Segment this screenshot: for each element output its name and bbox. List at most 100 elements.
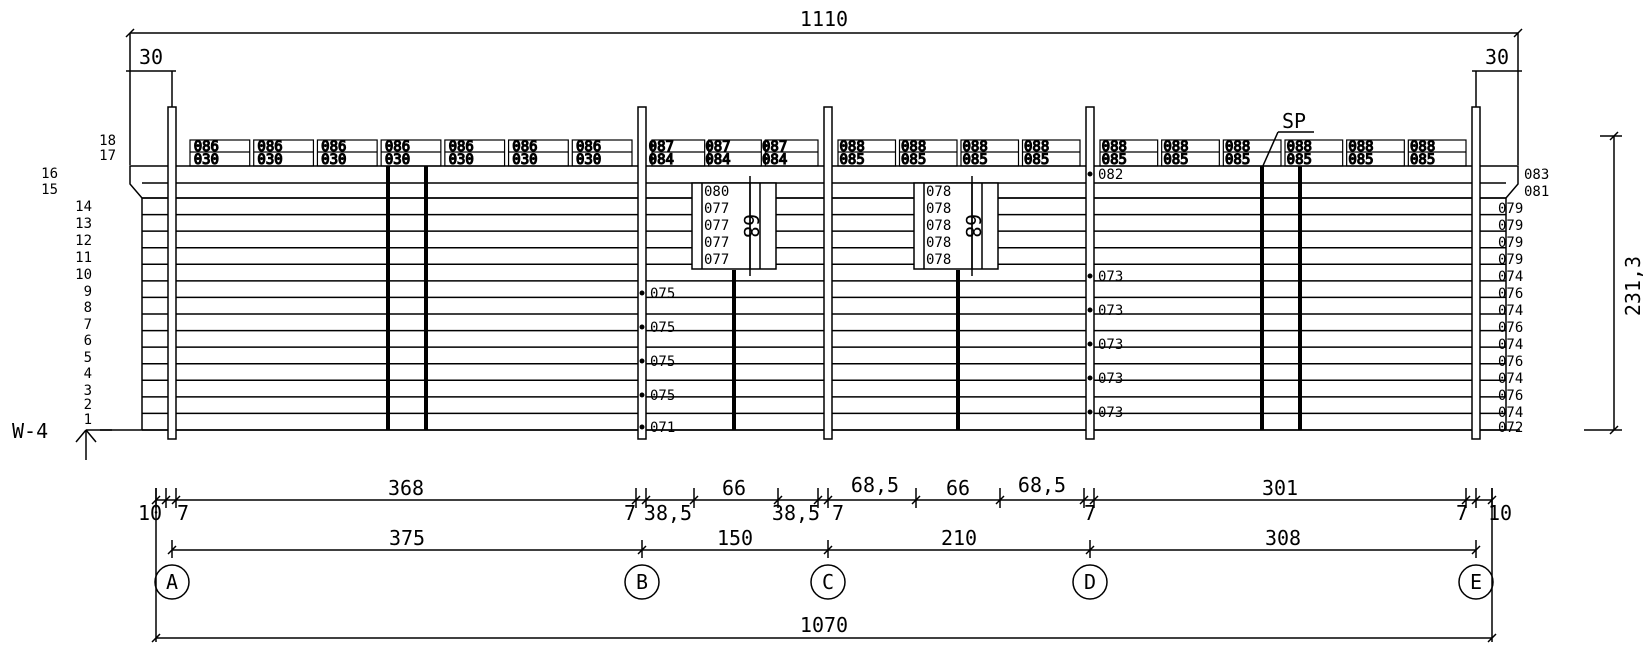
top-board-lower-label: 085 xyxy=(1225,152,1250,168)
height-dimension xyxy=(1584,131,1622,435)
axis-circle xyxy=(1072,564,1108,600)
post-d-label: 073 xyxy=(1098,405,1123,421)
overhang-right-dimension: 30 xyxy=(1485,45,1509,69)
post-b-label: 075 xyxy=(650,286,675,302)
top-board-lower-label: 030 xyxy=(512,152,537,168)
axis-label: E xyxy=(1470,570,1482,594)
top-board xyxy=(1161,139,1220,167)
window-2-label: 078 xyxy=(926,235,951,251)
post xyxy=(823,106,833,440)
top-board-upper-label: 086 xyxy=(512,139,537,155)
top-board xyxy=(1021,139,1081,167)
view-label: W-4 xyxy=(12,419,48,443)
inner-dim-slash xyxy=(911,495,921,505)
view-marker xyxy=(75,429,112,460)
right-part-labels: 0830810790790790790740760740760740760740… xyxy=(1498,167,1549,436)
window-2-size: 68 xyxy=(961,214,985,238)
top-board-upper-label: 086 xyxy=(576,139,601,155)
axis-span-value: 210 xyxy=(941,526,977,550)
post-d-label: 073 xyxy=(1098,371,1123,387)
top-board-upper-label: 088 xyxy=(1410,139,1435,155)
post-d-label: 073 xyxy=(1098,337,1123,353)
top-board-lower-label: 030 xyxy=(576,152,601,168)
dowel-mark xyxy=(1087,409,1093,415)
window-1-label: 080 xyxy=(704,184,729,200)
top-board-upper-label: 088 xyxy=(963,139,988,155)
axis-label: B xyxy=(636,570,648,594)
post xyxy=(637,106,647,440)
right-part-label: 081 xyxy=(1524,184,1549,200)
dowel-mark xyxy=(1087,307,1093,313)
inner-dim-slash xyxy=(1471,495,1481,505)
right-part-label: 079 xyxy=(1498,201,1523,217)
top-board xyxy=(764,139,819,167)
top-board-lower-label: 085 xyxy=(1102,152,1127,168)
inner-dimension-value: 7 xyxy=(1456,501,1468,525)
post-d-label: 073 xyxy=(1098,269,1123,285)
inner-dim-slash xyxy=(823,495,833,505)
inner-dimension-value: 68,5 xyxy=(851,473,899,497)
top-board-lower-label: 085 xyxy=(1410,152,1435,168)
spare-label: SP xyxy=(1282,109,1306,133)
axis-circle xyxy=(624,564,660,600)
axis-dim-slash xyxy=(1471,545,1481,555)
axis-label: D xyxy=(1084,570,1096,594)
course-number: 16 xyxy=(41,166,58,182)
course-number: 1 xyxy=(84,412,92,428)
right-part-label: 083 xyxy=(1524,167,1549,183)
post-b-label: 075 xyxy=(650,320,675,336)
top-board-upper-label: 087 xyxy=(649,139,674,155)
top-board-upper-label: 086 xyxy=(321,139,346,155)
dowel-mark xyxy=(639,392,645,398)
top-board-upper-label: 088 xyxy=(1163,139,1188,155)
dowel-mark xyxy=(639,324,645,330)
inner-dimension-line xyxy=(151,488,1497,508)
top-boards: 0860300860300860300860300860300860300860… xyxy=(189,138,1467,169)
window-2-label: 078 xyxy=(926,201,951,217)
axis-bubble: E xyxy=(1458,564,1494,600)
right-part-label: 076 xyxy=(1498,320,1523,336)
top-board-lower-label: 030 xyxy=(385,152,410,168)
top-board-upper-label: 086 xyxy=(449,139,474,155)
top-board xyxy=(316,139,378,167)
inner-dimension-value: 301 xyxy=(1262,476,1298,500)
top-board xyxy=(1284,139,1344,167)
top-board-lower-label: 084 xyxy=(649,152,674,168)
axis-dim-slash xyxy=(637,545,647,555)
top-board-lower-label: 084 xyxy=(705,152,730,168)
dowel-mark xyxy=(639,290,645,296)
course-number: 2 xyxy=(84,397,92,413)
right-part-label: 079 xyxy=(1498,218,1523,234)
dowel-mark xyxy=(1087,375,1093,381)
course-number: 11 xyxy=(75,250,92,266)
axis-bubble: B xyxy=(624,564,660,600)
inner-dim-slash xyxy=(161,495,171,505)
window-1-label: 077 xyxy=(704,201,729,217)
top-board xyxy=(1099,139,1159,167)
dowel-mark xyxy=(1087,171,1093,177)
top-board xyxy=(1407,139,1467,167)
axis-dim-slash xyxy=(1085,545,1095,555)
post xyxy=(1085,106,1095,440)
inner-dimension-value: 7 xyxy=(832,501,844,525)
top-board-lower-label: 085 xyxy=(963,152,988,168)
top-board-upper-label: 088 xyxy=(901,139,926,155)
top-board xyxy=(380,139,442,167)
axis-span-value: 308 xyxy=(1265,526,1301,550)
axis-circle xyxy=(1458,564,1494,600)
axis-span-value: 150 xyxy=(717,526,753,550)
window-2 xyxy=(913,176,999,276)
top-board-upper-label: 087 xyxy=(705,139,730,155)
right-part-label: 074 xyxy=(1498,337,1523,353)
axis-dim-slash xyxy=(823,545,833,555)
top-board-upper-label: 088 xyxy=(1348,139,1373,155)
right-part-label: 074 xyxy=(1498,371,1523,387)
right-part-label: 074 xyxy=(1498,269,1523,285)
post-b-label: 075 xyxy=(650,388,675,404)
top-board-lower-label: 030 xyxy=(194,152,219,168)
